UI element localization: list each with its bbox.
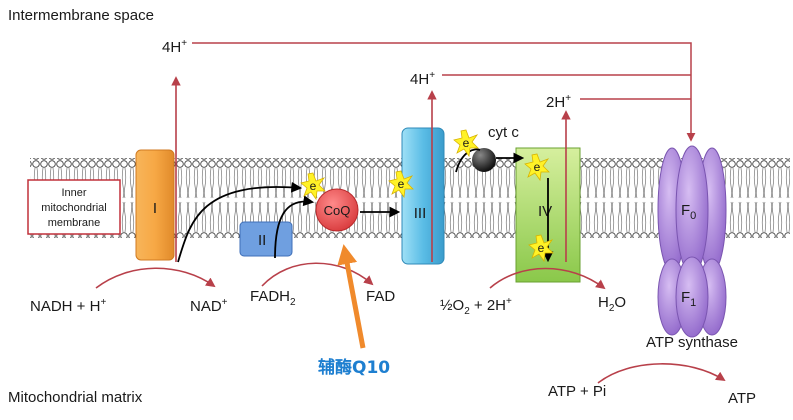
nad-label: NAD+ xyxy=(190,297,228,315)
atp-synthase-label: ATP synthase xyxy=(646,334,738,351)
svg-text:e: e xyxy=(398,177,405,191)
mitochondrial-matrix-label: Mitochondrial matrix xyxy=(8,389,143,406)
cyt-c-label: cyt c xyxy=(488,124,519,141)
complex-IV-label: IV xyxy=(538,203,552,220)
complex-II-label: II xyxy=(258,232,266,249)
svg-text:e: e xyxy=(538,241,545,255)
complex-I-label: I xyxy=(153,200,157,217)
membrane-label-box: Inner mitochondrial membrane xyxy=(28,180,120,234)
proton-label-complex-I: 4H+ xyxy=(162,38,187,56)
electron-star-cyt-c: e xyxy=(454,130,478,156)
svg-text:e: e xyxy=(463,136,470,150)
water-label: H2O xyxy=(598,294,626,314)
proton-label-complex-IV: 2H+ xyxy=(546,93,571,111)
atp-label: ATP xyxy=(728,390,756,407)
complex-III xyxy=(402,128,444,264)
proton-routing-lines xyxy=(192,43,691,140)
coenzyme-q10-annotation: 辅酶Q10 xyxy=(318,357,390,378)
reaction-arrows xyxy=(96,263,724,383)
membrane-label-line3: membrane xyxy=(48,217,101,229)
svg-text:e: e xyxy=(310,179,317,193)
proton-label-complex-III: 4H+ xyxy=(410,70,435,88)
fad-label: FAD xyxy=(366,288,395,305)
svg-text:e: e xyxy=(534,160,541,174)
cyt-c-molecule xyxy=(472,148,496,172)
fadh2-label: FADH2 xyxy=(250,288,296,308)
intermembrane-space-label: Intermembrane space xyxy=(8,7,154,24)
complex-III-label: III xyxy=(414,205,427,222)
membrane-label-line1: Inner xyxy=(61,187,86,199)
coq-label: CoQ xyxy=(324,203,351,218)
nadh-label: NADH + H+ xyxy=(30,297,106,315)
membrane-label-line2: mitochondrial xyxy=(41,202,106,214)
coenzyme-q10-pointer-arrow xyxy=(345,252,363,348)
atp-pi-label: ATP + Pi xyxy=(548,383,606,400)
oxygen-label: ½O2 + 2H+ xyxy=(440,296,512,317)
